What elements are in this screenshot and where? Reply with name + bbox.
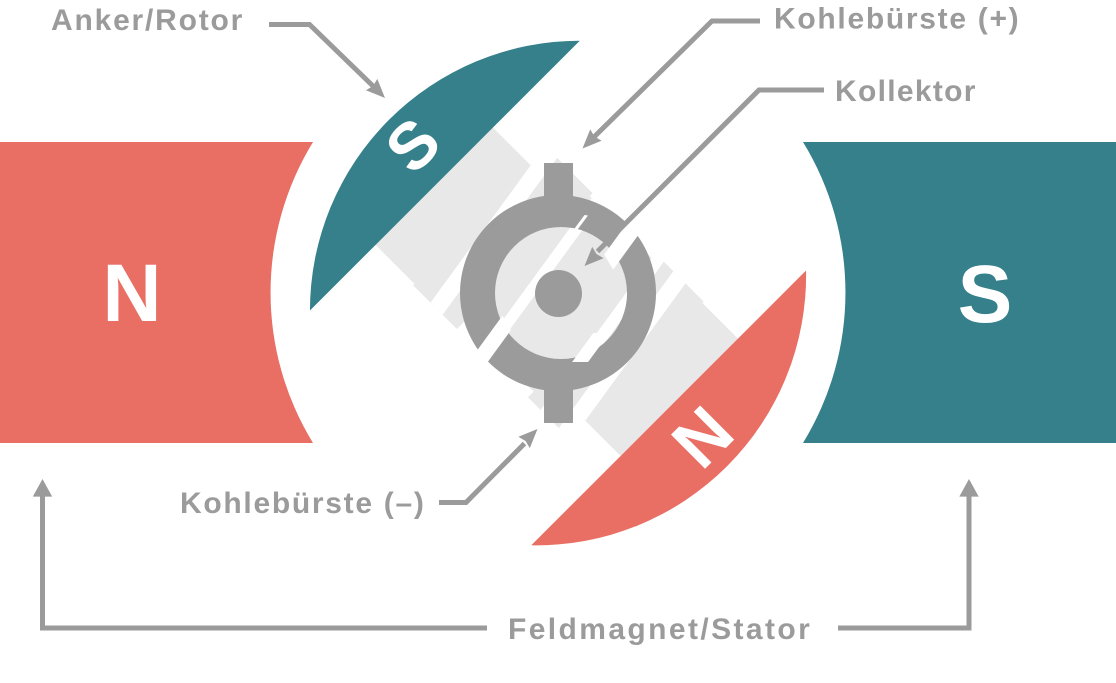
svg-text:Kohlebürste (–): Kohlebürste (–) (180, 487, 426, 520)
svg-text:S: S (958, 249, 1013, 340)
svg-text:Anker/Rotor: Anker/Rotor (51, 4, 244, 37)
svg-text:Feldmagnet/Stator: Feldmagnet/Stator (508, 613, 812, 646)
svg-text:Kohlebürste (+): Kohlebürste (+) (774, 3, 1020, 36)
svg-text:N: N (102, 248, 161, 339)
svg-text:Kollektor: Kollektor (835, 75, 977, 108)
